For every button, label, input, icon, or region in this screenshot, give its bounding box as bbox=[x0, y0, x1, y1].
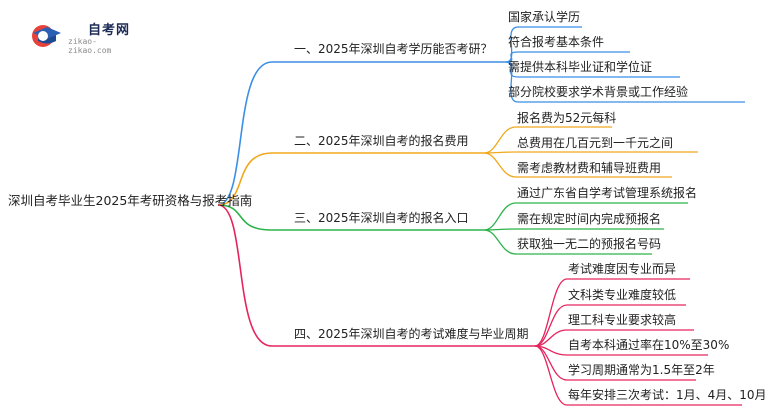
branch-2-connector bbox=[217, 152, 273, 206]
leaf-4-6: 每年安排三次考试：1月、4月、10月 bbox=[568, 388, 767, 402]
leaf-2-1-connector bbox=[483, 126, 517, 154]
leaf-4-3-connector bbox=[534, 329, 568, 347]
leaf-3-1-connector bbox=[483, 202, 517, 231]
leaf-1-3: 需提供本科毕业证和学位证 bbox=[508, 60, 653, 74]
leaf-3-3: 获取独一无二的预报名号码 bbox=[517, 237, 662, 251]
branch-3-label: 三、2025年深圳自考的报名入口 bbox=[294, 211, 469, 225]
leaf-2-1: 报名费为52元每科 bbox=[517, 111, 617, 125]
leaf-4-2-connector bbox=[534, 304, 568, 347]
leaf-3-3-connector bbox=[483, 229, 517, 255]
leaf-1-4-connector bbox=[505, 61, 519, 103]
leaf-4-4: 自考本科通过率在10%至30% bbox=[568, 338, 730, 352]
leaf-1-1-connector bbox=[505, 26, 519, 63]
leaf-4-3: 理工科专业要求较高 bbox=[568, 313, 677, 327]
branch-1-connector bbox=[217, 61, 273, 206]
leaf-2-3-connector bbox=[483, 152, 517, 178]
site-logo[interactable]: 自考网 zikao-zikao.com bbox=[28, 18, 138, 55]
logo-subtitle: zikao-zikao.com bbox=[68, 37, 112, 55]
branch-4-connector bbox=[217, 204, 273, 347]
leaf-3-1: 通过广东省自学考试管理系统报名 bbox=[517, 186, 698, 200]
leaf-2-3: 需考虑教材费和辅导班费用 bbox=[517, 161, 662, 175]
leaf-2-2: 总费用在几百元到一千元之间 bbox=[517, 136, 674, 150]
leaf-4-6-connector bbox=[534, 345, 568, 406]
branch-4-label: 四、2025年深圳自考的考试难度与毕业周期 bbox=[294, 327, 529, 341]
logo-title: 自考网 bbox=[88, 23, 131, 38]
leaf-1-2: 符合报考基本条件 bbox=[508, 35, 605, 49]
leaf-1-1: 国家承认学历 bbox=[508, 10, 581, 24]
graduation-cap-icon bbox=[32, 25, 61, 47]
leaf-3-2: 需在规定时间内完成预报名 bbox=[517, 212, 662, 226]
leaf-1-4: 部分院校要求学术背景或工作经验 bbox=[508, 85, 689, 99]
branch-1-label: 一、2025年深圳自考学历能否考研？ bbox=[294, 42, 493, 56]
mindmap-root: 深圳自考毕业生2025年考研资格与报考指南 bbox=[8, 193, 253, 208]
branch-2-label: 二、2025年深圳自考的报名费用 bbox=[294, 134, 469, 148]
leaf-4-2: 文科类专业难度较低 bbox=[568, 288, 677, 302]
leaf-4-1: 考试难度因专业而异 bbox=[568, 262, 677, 276]
leaf-4-1-connector bbox=[534, 278, 568, 347]
mindmap-connectors bbox=[217, 26, 745, 406]
branch-3-connector bbox=[217, 204, 273, 231]
leaf-4-5: 学习周期通常为1.5年至2年 bbox=[568, 363, 715, 377]
